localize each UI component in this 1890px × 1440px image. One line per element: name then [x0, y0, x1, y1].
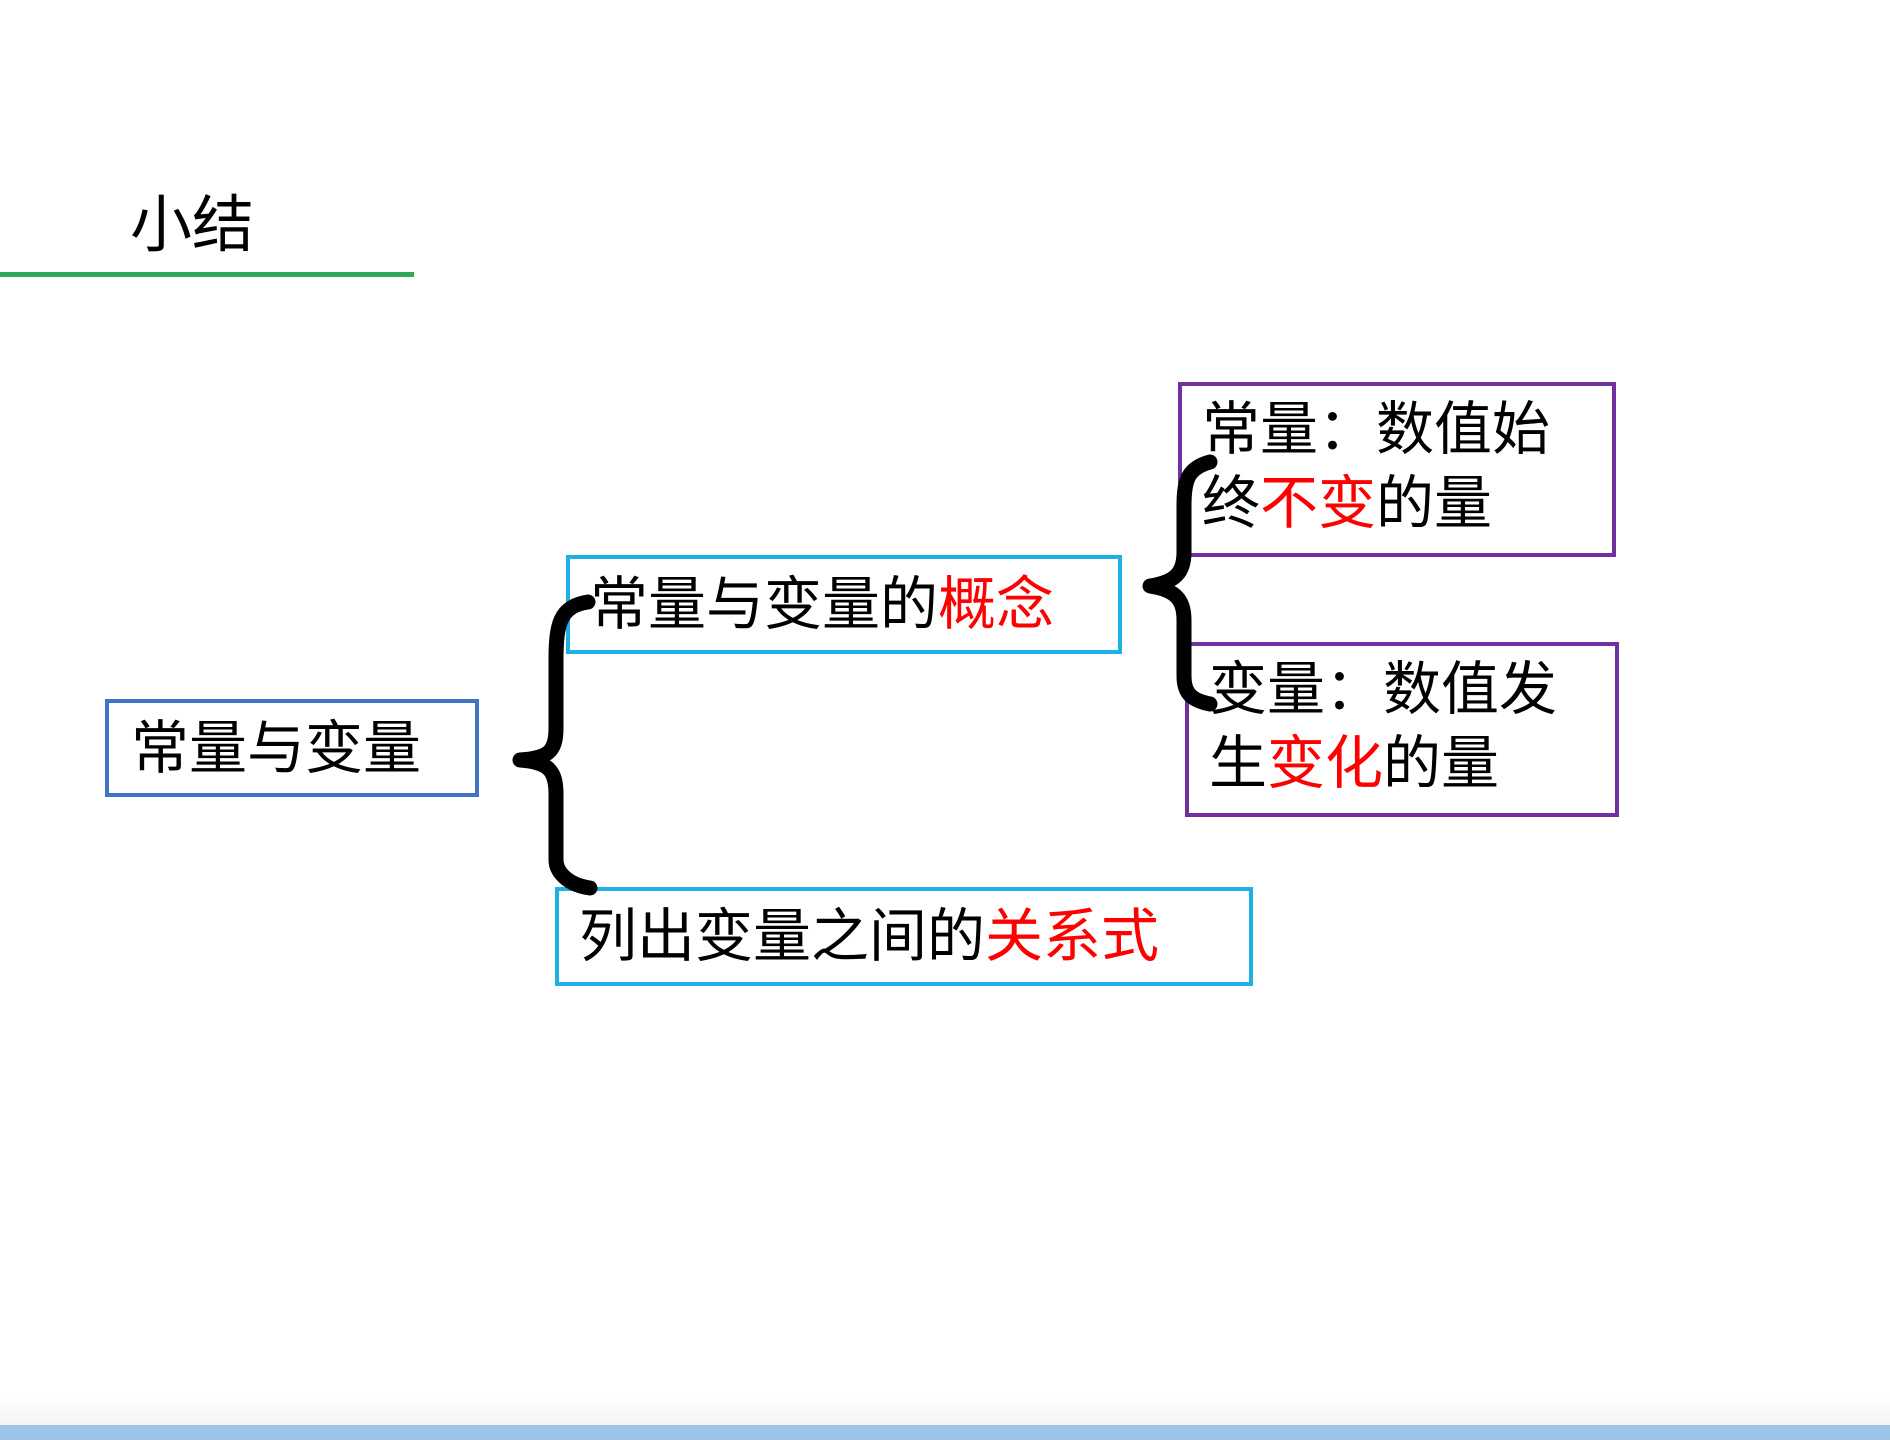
variable-line-1: 变量：数值发: [1209, 655, 1558, 723]
variable-line-2: 生变化的量: [1209, 726, 1557, 800]
concept-highlight: 概念: [938, 570, 1055, 638]
root-node: 常量与变量: [105, 699, 479, 797]
constant-line-2-after: 的量: [1376, 469, 1493, 537]
concept-node-label: 常量与变量的概念: [590, 567, 1054, 641]
variable-node-text: 变量：数值发 生变化的量: [1209, 652, 1557, 800]
variable-line-2-before: 生: [1209, 729, 1268, 797]
constant-highlight: 不变: [1260, 469, 1377, 537]
footer-fade: [0, 1395, 1890, 1425]
concept-text: 常量与变量的: [590, 570, 939, 638]
variable-line-2-after: 的量: [1383, 729, 1500, 797]
variable-highlight: 变化: [1267, 729, 1384, 797]
relation-text: 列出变量之间的: [579, 902, 986, 970]
constant-line-1: 常量：数值始: [1202, 395, 1551, 463]
variable-node: 变量：数值发 生变化的量: [1185, 642, 1619, 817]
constant-node: 常量：数值始 终不变的量: [1178, 382, 1616, 557]
root-node-label: 常量与变量: [131, 714, 422, 782]
relation-highlight: 关系式: [985, 902, 1160, 970]
constant-node-text: 常量：数值始 终不变的量: [1202, 392, 1550, 540]
footer-bar: [0, 1425, 1890, 1440]
title-underline: [0, 272, 414, 277]
concept-node: 常量与变量的概念: [566, 555, 1122, 654]
constant-line-2-before: 终: [1202, 469, 1261, 537]
relation-node: 列出变量之间的关系式: [555, 887, 1253, 986]
slide-title: 小结: [130, 188, 255, 261]
relation-node-label: 列出变量之间的关系式: [579, 899, 1159, 973]
constant-line-2: 终不变的量: [1202, 466, 1550, 540]
